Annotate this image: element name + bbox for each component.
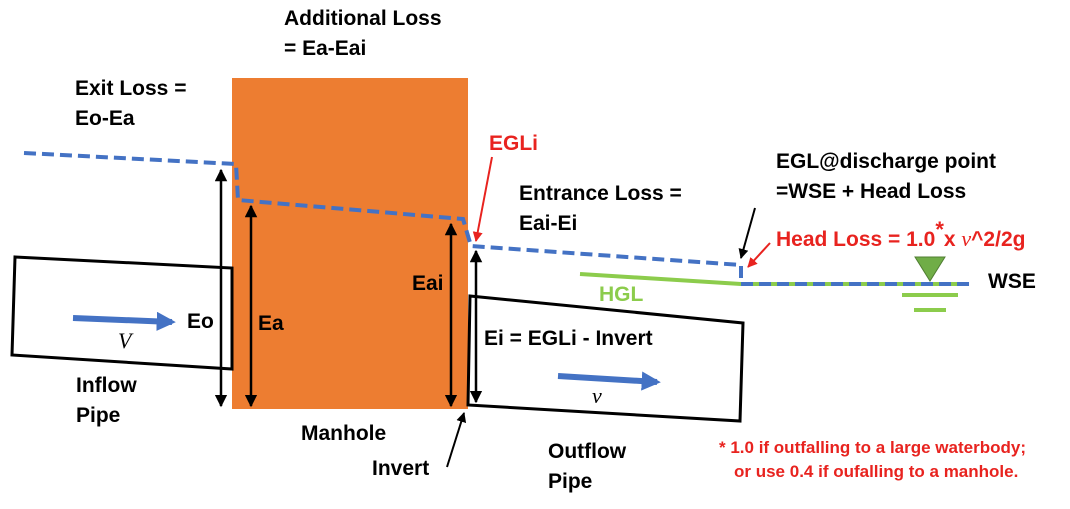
invert-label: Invert xyxy=(372,457,430,480)
inflow-pipe xyxy=(10,255,234,371)
inflow-velocity-arrow xyxy=(72,311,176,331)
inflow-velocity-symbol: V xyxy=(118,328,132,353)
exit-loss-line1: Exit Loss = xyxy=(75,77,187,100)
eai-label: Eai xyxy=(412,272,444,295)
egl-discharge-line1: EGL@discharge point xyxy=(776,150,996,173)
ei-formula-label: Ei = EGLi - Invert xyxy=(484,327,653,350)
exit-loss-line2: Eo-Ea xyxy=(75,107,135,130)
entrance-loss-line2: Eai-Ei xyxy=(519,212,578,235)
additional-loss-label: Additional Loss = Ea-Eai xyxy=(284,4,442,64)
inflow-pipe-label: Inflow Pipe xyxy=(76,371,137,431)
egl-discharge-label: EGL@discharge point =WSE + Head Loss xyxy=(776,147,996,207)
inflow-pipe-line1: Inflow xyxy=(76,374,137,397)
additional-loss-line2: = Ea-Eai xyxy=(284,37,367,60)
entrance-loss-line1: Entrance Loss = xyxy=(519,182,682,205)
outflow-pipe xyxy=(466,294,745,423)
additional-loss-line1: Additional Loss xyxy=(284,7,442,30)
footnote: * 1.0 if outfalling to a large waterbody… xyxy=(719,436,1026,484)
footnote-line1: * 1.0 if outfalling to a large waterbody… xyxy=(719,438,1026,457)
egl-discharge-line2: =WSE + Head Loss xyxy=(776,180,967,203)
invert-pointer-arrow xyxy=(446,412,467,468)
eo-label: Eo xyxy=(187,310,214,333)
inflow-pipe-line2: Pipe xyxy=(76,404,121,427)
outflow-velocity-arrow xyxy=(557,371,661,391)
head-loss-label: Head Loss = 1.0*x v^2/2g xyxy=(776,217,1026,255)
head-loss-exponent: ^2/2g xyxy=(971,228,1026,251)
exit-loss-label: Exit Loss = Eo-Ea xyxy=(75,74,186,134)
head-loss-pointer-arrow xyxy=(747,242,771,268)
outflow-pipe-label: Outflow Pipe xyxy=(548,437,626,497)
ea-label: Ea xyxy=(258,312,284,335)
outflow-pipe-line1: Outflow xyxy=(548,440,627,463)
outflow-velocity-symbol: v xyxy=(592,383,602,408)
manhole-box xyxy=(232,78,468,409)
manhole-label: Manhole xyxy=(301,422,387,445)
egli-label: EGLi xyxy=(489,132,539,155)
wse-symbol xyxy=(902,256,958,312)
wse-label: WSE xyxy=(988,270,1036,293)
entrance-loss-label: Entrance Loss = Eai-Ei xyxy=(519,179,682,239)
outflow-pipe-line2: Pipe xyxy=(548,470,593,493)
head-loss-asterisk: * xyxy=(935,217,944,242)
footnote-line2: or use 0.4 if oufalling to a manhole. xyxy=(734,462,1019,481)
head-loss-text: Head Loss = 1.0 xyxy=(776,228,936,251)
egli-pointer-arrow xyxy=(472,156,493,242)
head-loss-velocity-symbol: v xyxy=(961,226,972,251)
egl-discharge-pointer-arrow xyxy=(738,207,756,259)
hgl-label: HGL xyxy=(599,283,644,306)
head-loss-multiply: x xyxy=(943,228,962,251)
egl-line xyxy=(23,151,970,286)
